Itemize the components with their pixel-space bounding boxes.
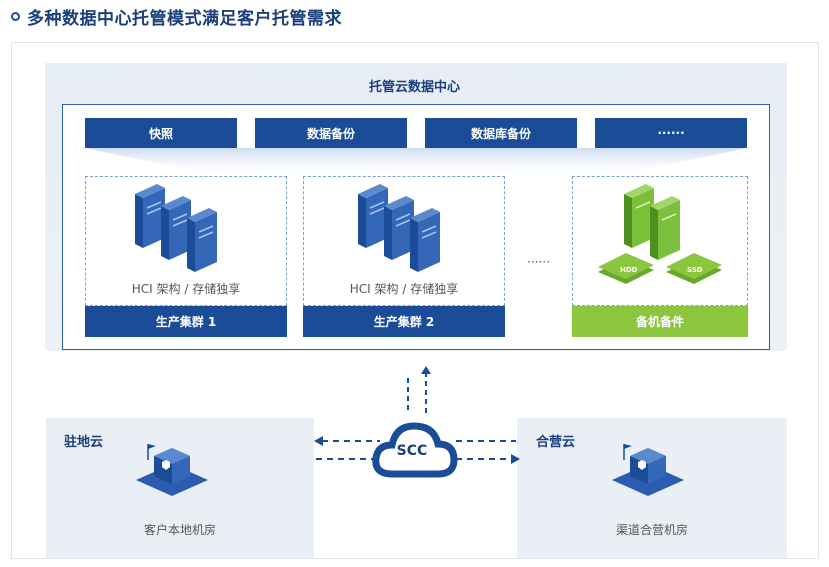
datacenter-title: 托管云数据中心 xyxy=(368,80,460,95)
cluster-2-label: 生产集群 2 xyxy=(303,306,505,337)
arrows-left-icon xyxy=(314,436,380,460)
more-clusters-ellipsis: ······ xyxy=(527,255,550,269)
building-icon xyxy=(136,444,208,496)
arrow-up-icon xyxy=(407,366,431,414)
production-cluster-1-box xyxy=(85,176,287,306)
spare-parts-label: 备机备件 xyxy=(572,306,748,337)
cluster-1-label: 生产集群 1 xyxy=(85,306,287,337)
cloud-icon xyxy=(372,422,458,478)
page-title: 多种数据中心托管模式满足客户托管需求 xyxy=(27,8,342,29)
service-more: ······ xyxy=(595,118,747,148)
production-cluster-2-box xyxy=(303,176,505,306)
service-fan-gradient xyxy=(85,148,747,178)
spare-hardware-icon: HDD SSD xyxy=(598,184,722,284)
ring-bullet-icon xyxy=(11,12,20,21)
spare-parts-box xyxy=(572,176,748,306)
service-snapshot: 快照 xyxy=(85,118,237,148)
server-rack-icon xyxy=(358,184,440,272)
on-premise-caption: 客户本地机房 xyxy=(143,523,216,537)
hdd-icon: HDD xyxy=(598,253,654,284)
joint-cloud-caption: 渠道合营机房 xyxy=(615,523,688,537)
on-premise-cloud-label: 驻地云 xyxy=(64,435,104,450)
server-rack-icon xyxy=(135,184,217,272)
service-data-backup: 数据备份 xyxy=(255,118,407,148)
ssd-icon: SSD xyxy=(666,253,722,284)
arrows-right-icon xyxy=(456,440,520,464)
svg-text:HDD: HDD xyxy=(620,266,638,274)
svg-text:SSD: SSD xyxy=(687,266,703,274)
cluster-1-caption: HCI 架构 / 存储独享 xyxy=(131,282,241,296)
building-icon xyxy=(612,444,684,496)
cluster-2-caption: HCI 架构 / 存储独享 xyxy=(349,282,459,296)
scc-label: SCC xyxy=(396,443,428,459)
page-header: 多种数据中心托管模式满足客户托管需求 xyxy=(11,5,342,29)
joint-cloud-label: 合营云 xyxy=(536,435,576,450)
service-database-backup: 数据库备份 xyxy=(425,118,577,148)
